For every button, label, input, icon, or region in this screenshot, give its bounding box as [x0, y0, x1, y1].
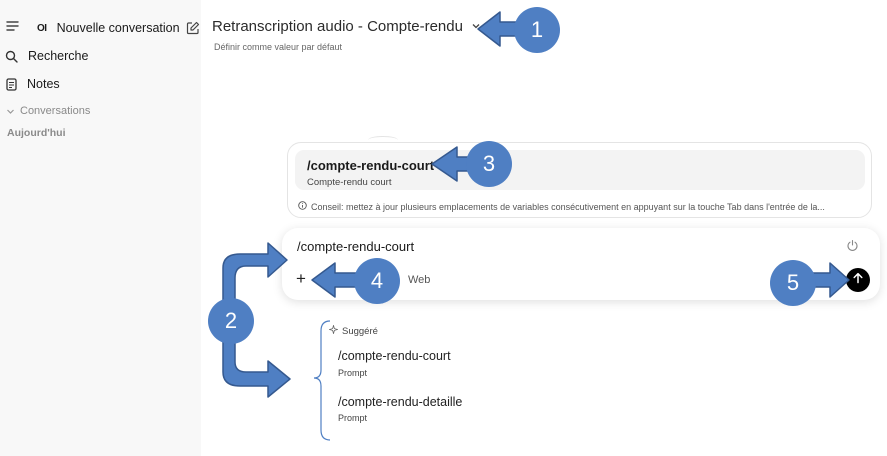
new-chat-label: Nouvelle conversation — [56, 21, 180, 35]
annotation-arrow-2 — [222, 242, 288, 301]
tip-label: Conseil: mettez à jour plusieurs emplace… — [311, 201, 825, 212]
date-group-text: Aujourd'hui — [7, 127, 66, 139]
sidebar-item-notes[interactable]: Notes — [6, 77, 60, 91]
edit-icon[interactable] — [186, 21, 200, 35]
model-selector[interactable]: Retranscription audio - Compte-rendu — [212, 18, 481, 35]
tip-text: Conseil: mettez à jour plusieurs emplace… — [298, 201, 825, 212]
sidebar-toggle-icon[interactable] — [6, 20, 19, 32]
suggested-prompt-type: Prompt — [338, 368, 368, 378]
date-group-label: Aujourd'hui — [7, 127, 65, 139]
sidebar: OI Nouvelle conversation Recherche Notes… — [0, 0, 201, 456]
chevron-down-icon — [6, 107, 15, 116]
add-attachment-button[interactable]: + — [296, 269, 306, 288]
sparkle-icon — [328, 324, 339, 337]
suggested-prompt-command[interactable]: /compte-rendu-court — [338, 349, 451, 363]
command-option-name: /compte-rendu-court — [307, 158, 435, 173]
annotation-badge-5: 5 — [770, 260, 816, 306]
send-button[interactable] — [846, 268, 870, 292]
section-label: Conversations — [20, 105, 91, 117]
new-chat-button[interactable]: OI Nouvelle conversation — [37, 21, 200, 35]
message-input[interactable]: /compte-rendu-court — [297, 239, 415, 254]
power-icon[interactable] — [846, 239, 859, 257]
sidebar-item-search[interactable]: Recherche — [5, 49, 88, 63]
suggested-prompt-command[interactable]: /compte-rendu-detaille — [338, 395, 463, 409]
app-logo: OI — [37, 22, 47, 34]
arrow-up-icon — [852, 271, 864, 289]
web-search-toggle[interactable]: Web — [408, 274, 431, 286]
conversations-section-toggle[interactable]: Conversations — [6, 105, 90, 117]
model-name: Retranscription audio - Compte-rendu — [212, 18, 463, 35]
annotation-badge-1: 1 — [514, 7, 560, 53]
annotation-arrow-2-lower — [222, 334, 291, 398]
chevron-down-icon — [471, 18, 481, 35]
command-option[interactable]: /compte-rendu-court Compte-rendu court — [295, 150, 865, 190]
notes-icon — [6, 77, 17, 91]
suggested-prompt-type: Prompt — [338, 413, 368, 423]
sidebar-item-label: Recherche — [28, 49, 89, 63]
annotation-badge-3: 3 — [466, 141, 512, 187]
annotation-badge-4: 4 — [354, 258, 400, 304]
sidebar-item-label: Notes — [27, 77, 60, 91]
suggested-heading: Suggéré — [328, 324, 378, 337]
suggested-label: Suggéré — [342, 325, 378, 337]
search-icon — [5, 50, 18, 63]
suggested-bracket — [313, 320, 331, 441]
popup-tab — [368, 136, 398, 144]
command-suggestion-popup: /compte-rendu-court Compte-rendu court C… — [287, 142, 872, 218]
annotation-badge-2: 2 — [208, 298, 254, 344]
set-default-link[interactable]: Définir comme valeur par défaut — [214, 42, 343, 52]
command-option-description: Compte-rendu court — [307, 177, 392, 188]
info-icon — [298, 201, 307, 212]
